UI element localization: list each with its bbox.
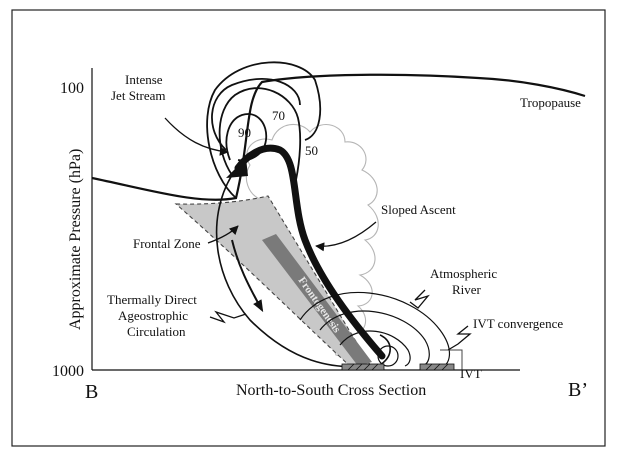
- figure-border: [12, 10, 605, 446]
- x-start-label: B: [85, 381, 98, 403]
- circulation-squiggle: [210, 312, 246, 322]
- surface-hatch-left: [342, 364, 384, 370]
- jet-label-line2: Jet Stream: [111, 88, 166, 103]
- circ-label-line3: Circulation: [127, 324, 186, 339]
- x-axis-label: North-to-South Cross Section: [236, 382, 426, 399]
- isotach-label-50: 50: [305, 143, 318, 158]
- frontal-zone-label: Frontal Zone: [133, 236, 201, 251]
- y-tick-100: 100: [60, 80, 84, 97]
- jet-leader: [165, 118, 228, 152]
- circ-label-line2: Ageostrophic: [118, 308, 188, 323]
- y-axis-label: Approximate Pressure (hPa): [67, 149, 84, 330]
- jet-label-line1: Intense: [125, 72, 163, 87]
- sloped-ascent-arrowhead: [226, 158, 248, 178]
- x-end-label: B’: [568, 379, 588, 401]
- ar-label-line2: River: [452, 282, 482, 297]
- ivt-convergence-label: IVT convergence: [473, 316, 563, 331]
- circ-label-line1: Thermally Direct: [107, 292, 197, 307]
- sloped-ascent-leader: [316, 222, 376, 246]
- tropopause-label: Tropopause: [520, 95, 581, 110]
- isotach-label-90: 90: [238, 125, 251, 140]
- isotach-label-70: 70: [272, 108, 285, 123]
- surface-hatch-right: [420, 364, 454, 370]
- y-tick-1000: 1000: [52, 363, 84, 380]
- ivt-label: IVT: [460, 366, 482, 381]
- ivt-convergence-squiggle: [448, 326, 470, 350]
- ar-squiggle: [410, 290, 428, 308]
- tropopause-line: [92, 75, 585, 200]
- ar-label-line1: Atmospheric: [430, 266, 497, 281]
- sloped-ascent-label: Sloped Ascent: [381, 202, 456, 217]
